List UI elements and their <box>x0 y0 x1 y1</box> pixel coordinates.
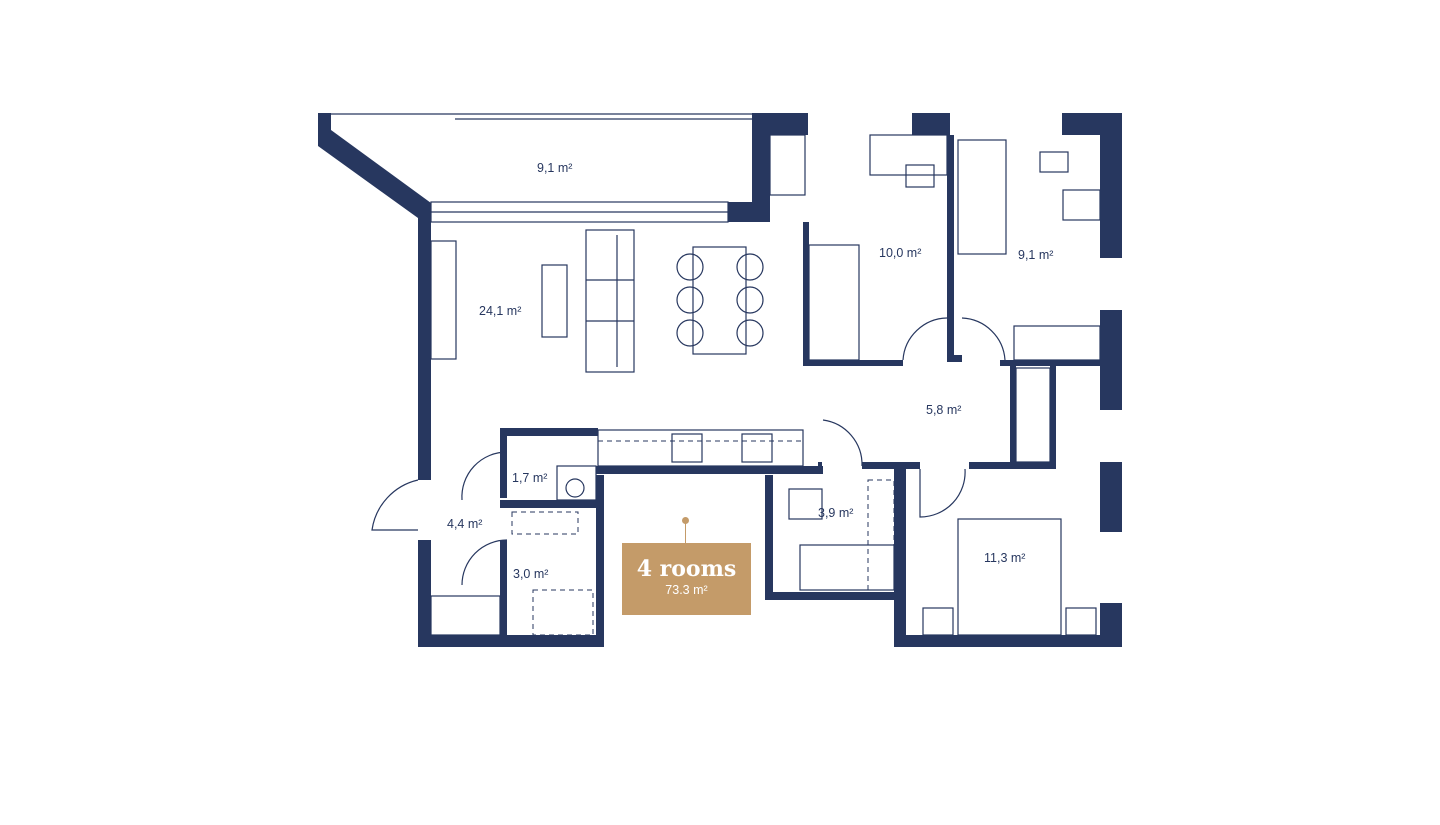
room-area-bathroom: 3,9 m² <box>818 506 853 520</box>
walls <box>318 113 1122 647</box>
room-area-bedroom-3: 11,3 m² <box>984 551 1025 565</box>
apartment-summary-badge: 4 rooms 73.3 m² <box>622 543 751 615</box>
room-area-storage: 1,7 m² <box>512 471 547 485</box>
fixtures <box>331 113 1101 636</box>
badge-pin <box>682 517 689 543</box>
room-labels: 9,1 m² 24,1 m² 10,0 m² 9,1 m² 5,8 m² 1,7… <box>447 161 1053 581</box>
room-area-balcony: 9,1 m² <box>537 161 572 175</box>
room-area-entrance: 4,4 m² <box>447 517 482 531</box>
room-area-wc: 3,0 m² <box>513 567 548 581</box>
room-area-bedroom-1: 10,0 m² <box>879 246 921 260</box>
room-area-bedroom-2: 9,1 m² <box>1018 248 1053 262</box>
total-area: 73.3 m² <box>665 583 708 597</box>
rooms-count: 4 rooms <box>636 556 737 582</box>
room-area-hallway: 5,8 m² <box>926 403 961 417</box>
room-area-living: 24,1 m² <box>479 304 521 318</box>
